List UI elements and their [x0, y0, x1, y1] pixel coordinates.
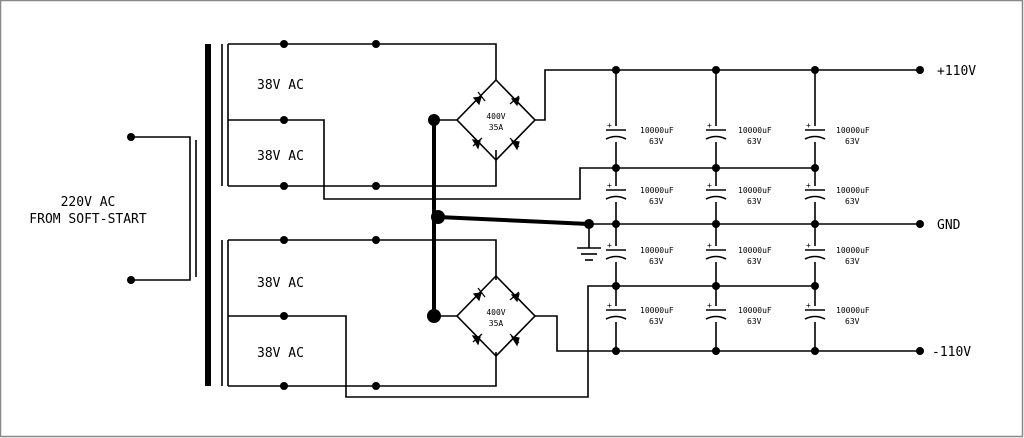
cap-label-r2c3-value: 10000uF	[836, 186, 870, 195]
capacitor-labels: 10000uF 63V 10000uF 63V 10000uF 63V 1000…	[640, 126, 870, 326]
input-label-line1: 220V AC	[61, 195, 116, 210]
rail-ground-label: GND	[937, 218, 961, 233]
rail-positive-label: +110V	[937, 64, 976, 79]
svg-text:+: +	[806, 121, 811, 130]
cap-label-r4c1-volt: 63V	[649, 317, 664, 326]
winding-label-4: 38V AC	[257, 346, 304, 361]
svg-text:+: +	[806, 301, 811, 310]
cap-label-r2c3-volt: 63V	[845, 197, 860, 206]
svg-text:+: +	[607, 181, 612, 190]
svg-text:+: +	[707, 301, 712, 310]
cap-label-r3c3-volt: 63V	[845, 257, 860, 266]
cap-label-r2c1-value: 10000uF	[640, 186, 674, 195]
winding-label-2: 38V AC	[257, 149, 304, 164]
cap-label-r4c2-volt: 63V	[747, 317, 762, 326]
cap-label-r1c1-volt: 63V	[649, 137, 664, 146]
capacitor-bank: + + + + + + + + + + + +	[605, 66, 924, 355]
svg-text:+: +	[806, 181, 811, 190]
cap-label-r1c3-volt: 63V	[845, 137, 860, 146]
bridge-lower-current: 35A	[489, 319, 504, 328]
primary-input	[127, 133, 197, 284]
svg-text:+: +	[707, 241, 712, 250]
winding-label-1: 38V AC	[257, 78, 304, 93]
cap-label-r1c2-value: 10000uF	[738, 126, 772, 135]
svg-text:+: +	[607, 241, 612, 250]
cap-label-r3c1-value: 10000uF	[640, 246, 674, 255]
lower-secondary	[221, 236, 815, 398]
cap-label-r1c1-value: 10000uF	[640, 126, 674, 135]
cap-label-r4c1-value: 10000uF	[640, 306, 674, 315]
bridge-rectifier-lower	[434, 274, 920, 358]
cap-label-r4c3-value: 10000uF	[836, 306, 870, 315]
transformer-core	[205, 44, 211, 386]
cap-label-r3c1-volt: 63V	[649, 257, 664, 266]
cap-label-r2c2-volt: 63V	[747, 197, 762, 206]
bridge-upper-voltage: 400V	[486, 112, 505, 121]
cap-label-r2c2-value: 10000uF	[738, 186, 772, 195]
svg-text:+: +	[707, 121, 712, 130]
svg-text:+: +	[607, 121, 612, 130]
bridge-lower-voltage: 400V	[486, 308, 505, 317]
svg-text:+: +	[806, 241, 811, 250]
input-label-line2: FROM SOFT-START	[29, 212, 147, 227]
winding-label-3: 38V AC	[257, 276, 304, 291]
bridge-upper-current: 35A	[489, 123, 504, 132]
rail-negative-label: -110V	[932, 345, 971, 360]
svg-text:+: +	[707, 181, 712, 190]
cap-label-r2c1-volt: 63V	[649, 197, 664, 206]
cap-label-r1c3-value: 10000uF	[836, 126, 870, 135]
center-tap-ground-bus	[427, 114, 920, 323]
cap-label-r4c2-value: 10000uF	[738, 306, 772, 315]
upper-secondary	[221, 40, 815, 200]
cap-label-r1c2-volt: 63V	[747, 137, 762, 146]
svg-text:+: +	[607, 301, 612, 310]
cap-label-r3c2-value: 10000uF	[738, 246, 772, 255]
cap-label-r4c3-volt: 63V	[845, 317, 860, 326]
cap-label-r3c3-value: 10000uF	[836, 246, 870, 255]
bridge-rectifier-upper	[434, 69, 920, 162]
cap-label-r3c2-volt: 63V	[747, 257, 762, 266]
